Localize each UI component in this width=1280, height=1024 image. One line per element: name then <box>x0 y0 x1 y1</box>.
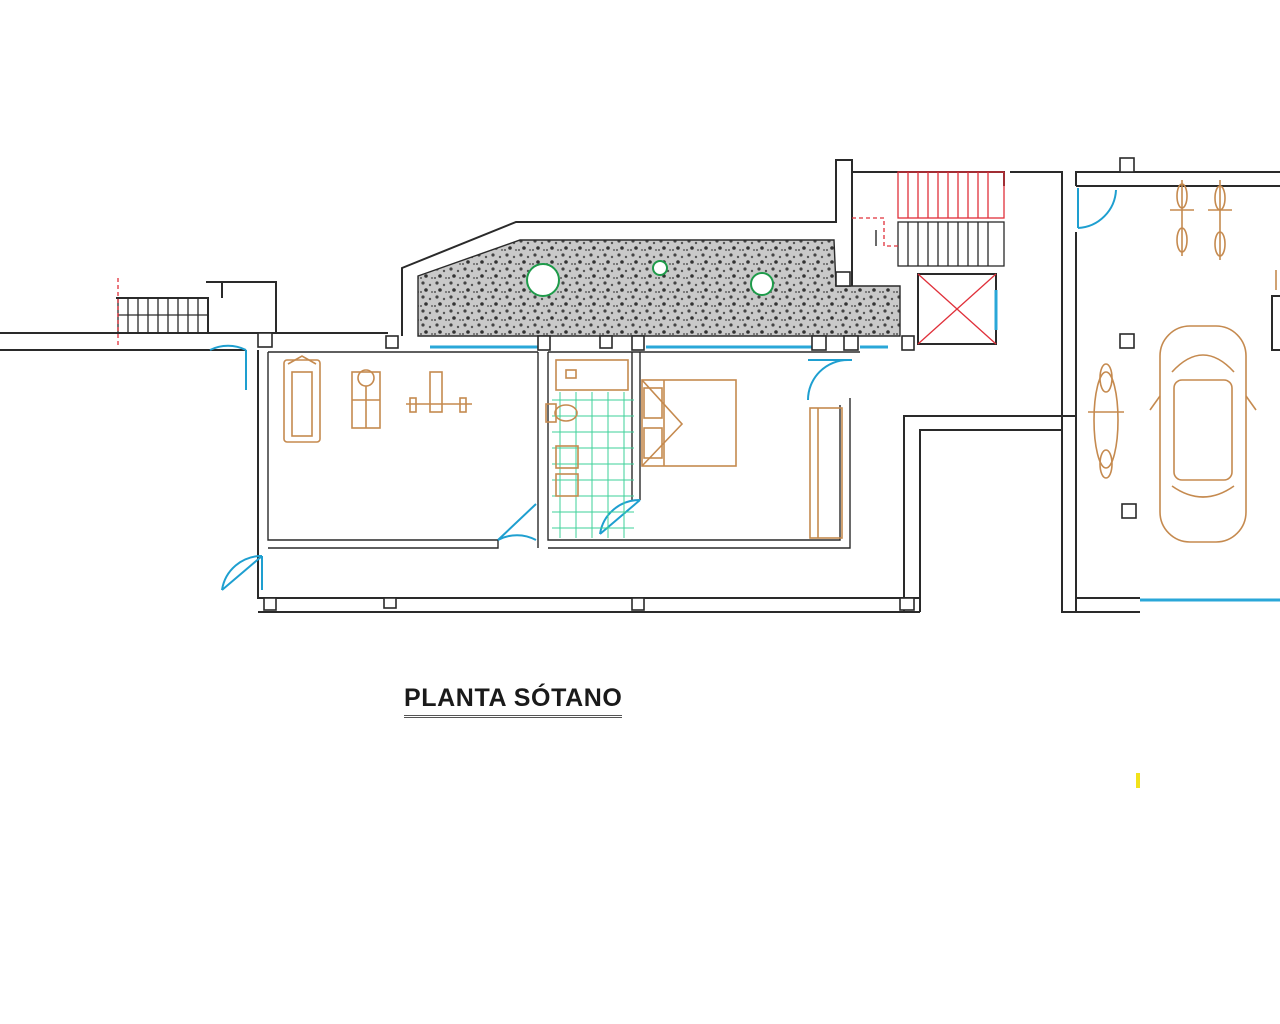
main-stair <box>852 171 1005 267</box>
plan-title: PLANTA SÓTANO <box>404 684 623 718</box>
left-stair <box>117 278 209 345</box>
inner-walls <box>267 351 860 549</box>
bathroom <box>545 359 634 538</box>
corridor-door[interactable] <box>221 555 263 591</box>
motorcycle-icon <box>1088 363 1124 479</box>
garage-door[interactable] <box>1077 188 1117 229</box>
bicycle-icon-2 <box>1208 180 1232 260</box>
planter-tree-2 <box>652 260 668 276</box>
sink-1 <box>555 445 579 469</box>
garage <box>1088 180 1280 543</box>
columns <box>257 157 1137 611</box>
gym-door[interactable] <box>497 503 537 541</box>
wardrobe-icon <box>809 407 843 539</box>
yellow-mark <box>1136 773 1140 788</box>
bedroom <box>641 379 843 539</box>
gym-equipment <box>283 355 472 443</box>
gravel-planter <box>401 159 901 337</box>
basement-walls <box>257 171 1280 613</box>
planter-tree-3 <box>750 272 774 296</box>
bedroom-door[interactable] <box>807 359 852 401</box>
garage-side-wall <box>1271 295 1280 351</box>
shower-fixture <box>565 369 577 379</box>
car-icon <box>1149 325 1257 543</box>
shower-tray <box>555 359 629 391</box>
bathroom-tiles <box>552 392 634 538</box>
bed-icon <box>641 379 737 467</box>
sink-2 <box>555 473 579 497</box>
bicycle-icon-1 <box>1170 180 1194 256</box>
left-terrace <box>0 278 277 390</box>
planter-tree-1 <box>526 263 560 297</box>
terrace-door[interactable] <box>209 344 247 390</box>
weight-bench-icon <box>406 371 472 413</box>
toilet-icon <box>545 403 578 423</box>
corridor-door-arc <box>221 554 263 591</box>
elevator-shaft <box>917 273 998 345</box>
treadmill-icon <box>283 355 321 443</box>
exercise-bike-icon <box>351 369 381 429</box>
